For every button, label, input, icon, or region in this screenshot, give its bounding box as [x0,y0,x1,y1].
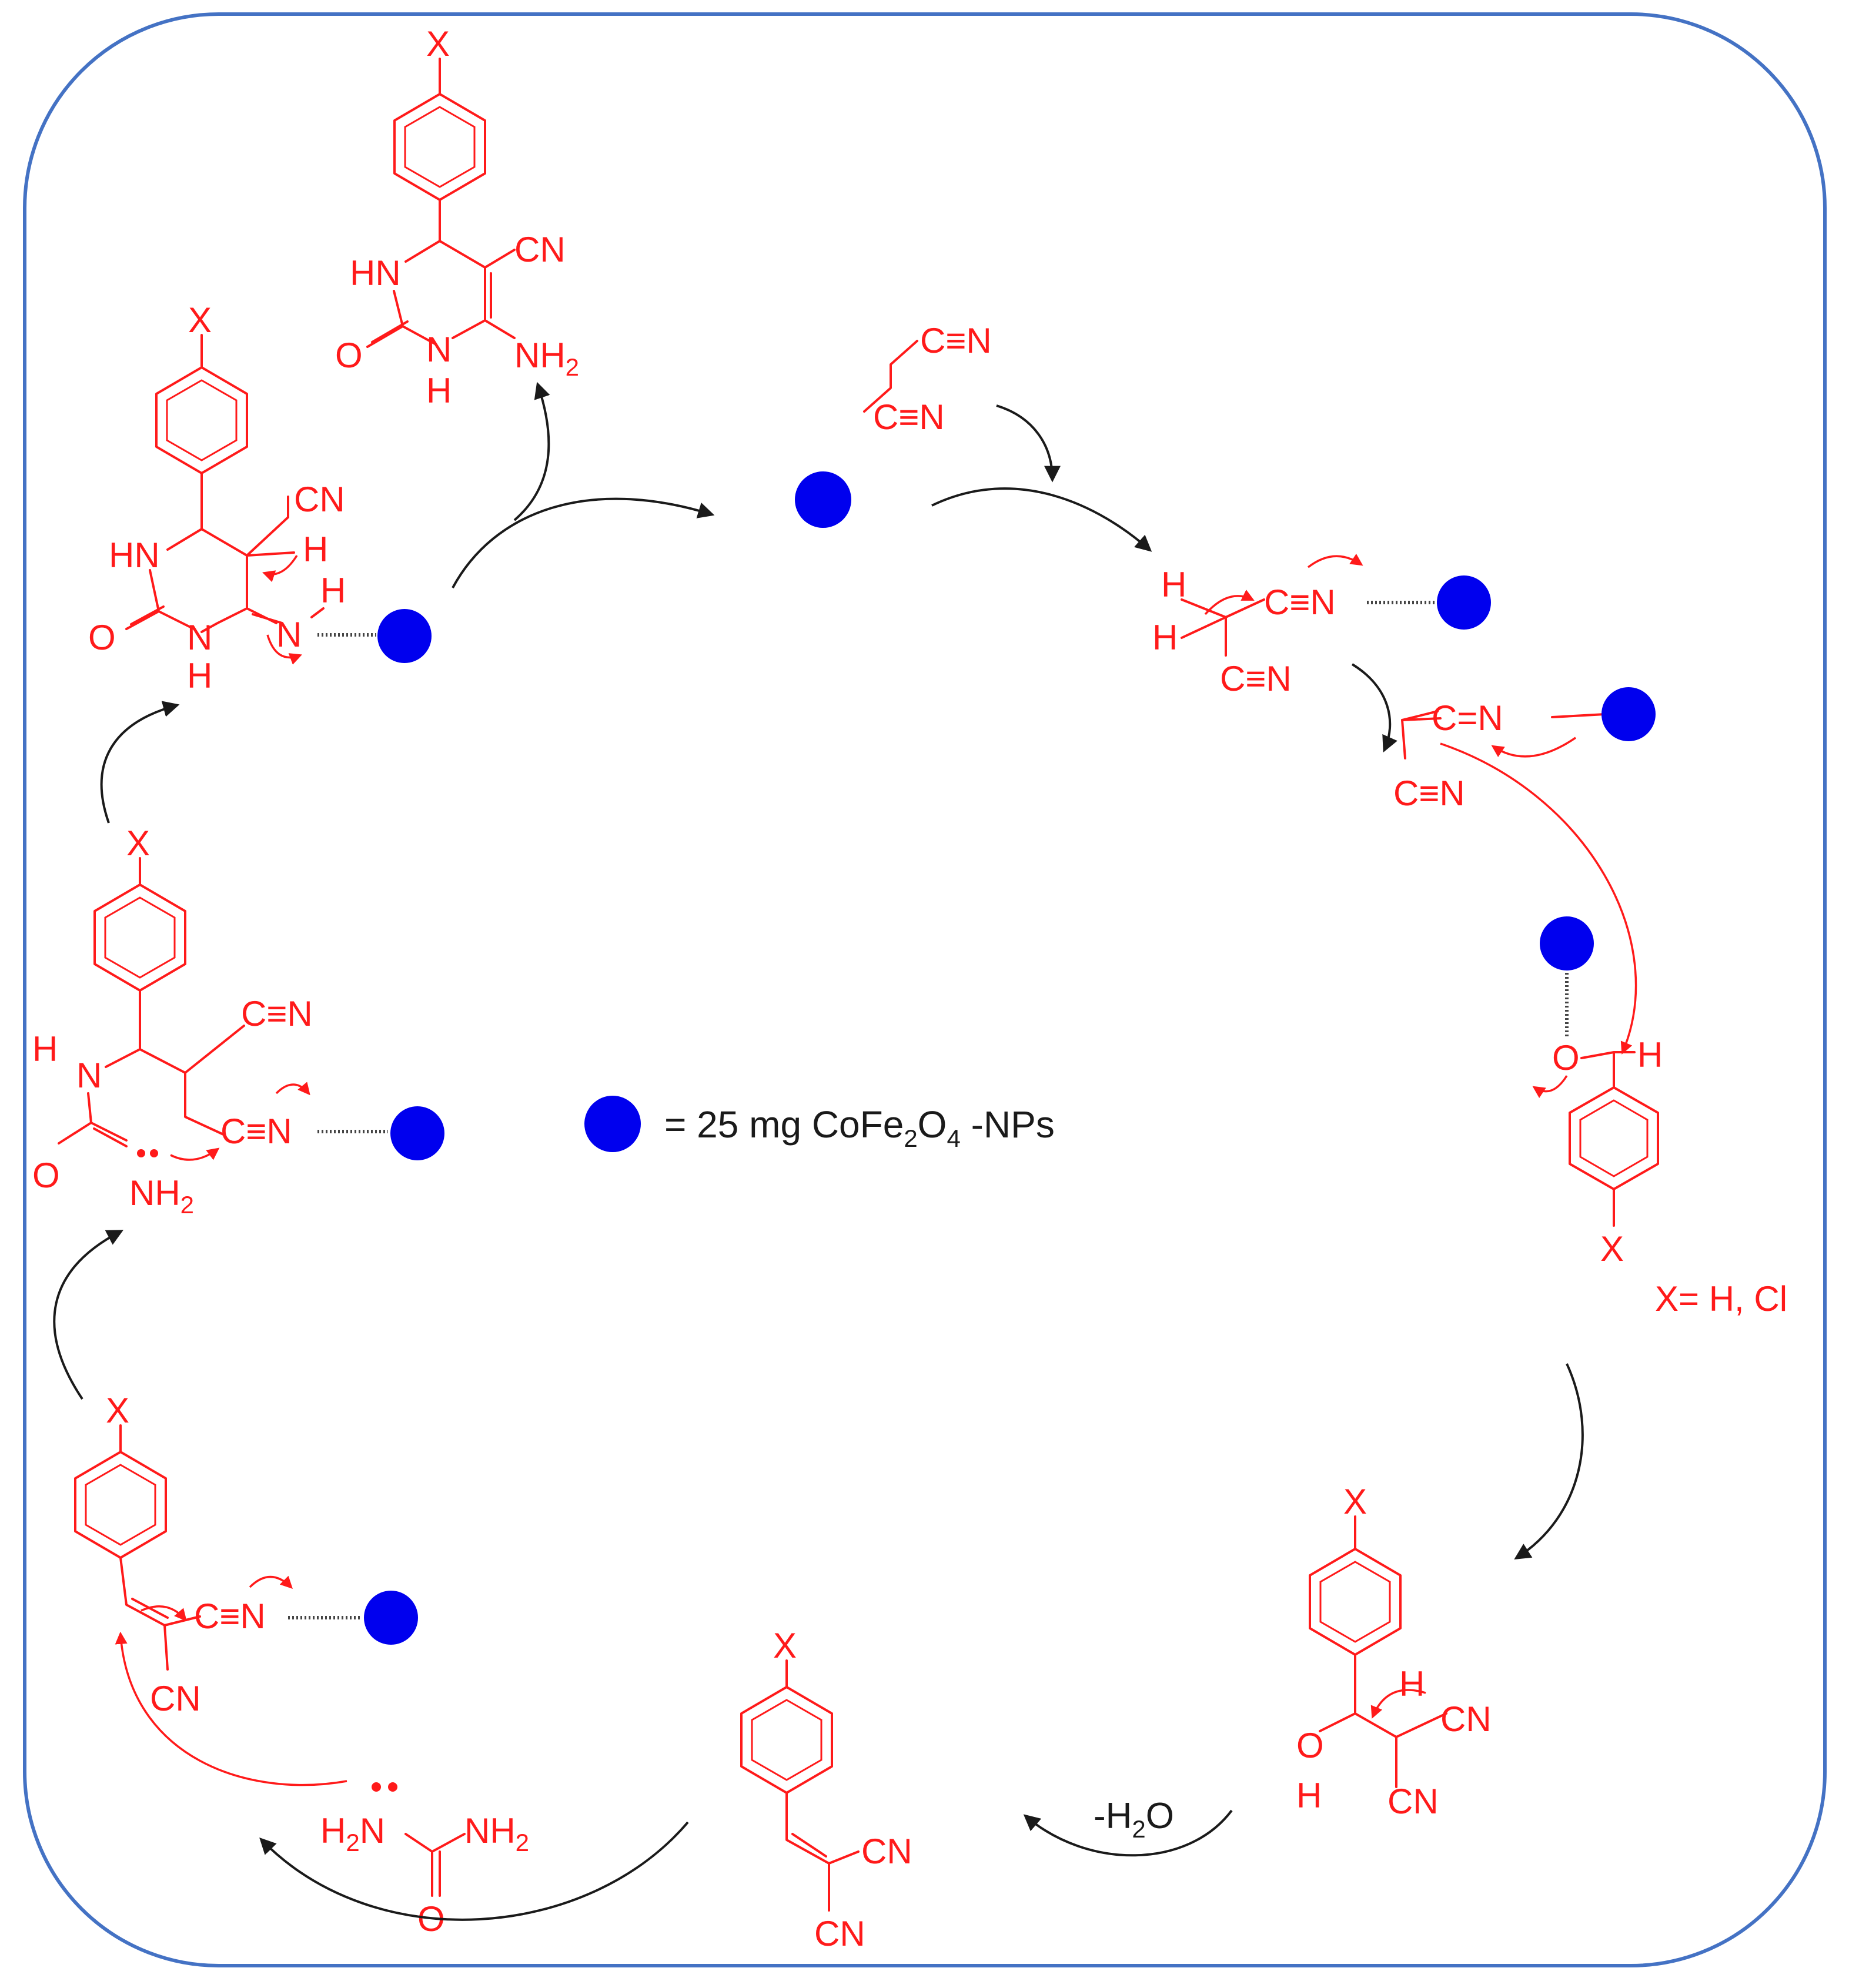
svg-text:O: O [1552,1038,1580,1077]
frame-border [23,12,1827,1967]
catalyst-site-3 [1540,916,1594,970]
svg-text:H: H [187,656,212,695]
svg-text:C≡N: C≡N [1220,659,1292,698]
svg-text:O: O [335,336,363,375]
svg-text:CN: CN [1440,1699,1492,1739]
svg-text:H: H [1399,1664,1425,1703]
svg-text:CN: CN [150,1679,201,1718]
legend: = 25 mg CoFe2O4 -NPs [584,1096,1055,1152]
catalyst-site-4 [364,1591,418,1645]
svg-text:X: X [773,1626,797,1665]
svg-text:H: H [1152,618,1178,657]
svg-text:CN: CN [514,230,566,269]
cyclized-imine: X CN H HN O N H N H [88,300,432,695]
arrow-catalyst-to-malononitrile [931,487,1152,552]
cycle-arrows [53,381,1584,1921]
svg-text:CN: CN [1387,1782,1439,1821]
arrow-catalyst-release [452,497,715,588]
svg-text:C≡N: C≡N [220,1112,292,1151]
svg-text:H: H [1161,565,1186,604]
svg-text:N: N [76,1056,102,1095]
svg-text:H: H [303,530,328,569]
svg-text:C≡N: C≡N [1393,774,1465,813]
svg-text:X: X [126,824,150,863]
svg-text:X: X [188,300,212,340]
benzaldehyde: O H X X= H, Cl [1532,916,1787,1318]
svg-text:C≡N: C≡N [920,321,992,360]
svg-text:X: X [1343,1482,1367,1521]
svg-text:H: H [320,571,346,610]
svg-text:CN: CN [814,1914,865,1953]
catalyst-site-5 [390,1106,444,1160]
arrow-aldol [1514,1363,1584,1560]
svg-text:NH2: NH2 [464,1811,529,1856]
svg-text:H2N: H2N [320,1811,385,1856]
svg-text:O: O [32,1156,60,1195]
arrow-cyclization [100,701,180,824]
svg-text:C=N: C=N [1432,698,1503,738]
red-nucleophilic-arrow [1440,742,1637,1055]
svg-text:NH2: NH2 [129,1173,194,1219]
arrow-product-release [513,381,550,521]
ketenimine-intermediate: C=N C≡N [1393,687,1656,1055]
svg-text:N: N [276,615,302,654]
urea-adduct: X C≡N H N O NH2 C≡N [32,824,444,1219]
svg-text:H: H [1296,1776,1322,1815]
water-loss-label: -H2O [1094,1796,1174,1843]
svg-text:C≡N: C≡N [1264,583,1336,622]
svg-text:C≡N: C≡N [873,397,945,437]
catalyst-site-6 [377,609,432,663]
red-urea-attack-arrow [115,1631,347,1786]
svg-text:H: H [1637,1035,1663,1075]
svg-text:X: X [426,24,450,63]
urea: H2N NH2 O [115,1631,529,1939]
svg-text:CN: CN [294,480,345,519]
malononitrile: C≡N C≡N [863,321,992,437]
svg-text:H: H [426,371,452,410]
arrow-deprotonation [1351,663,1397,753]
svg-text:X: X [106,1391,129,1430]
svg-text:NH2: NH2 [514,336,579,381]
svg-text:O: O [88,618,116,657]
arrow-urea-addition [259,1821,689,1921]
catalyst-free [795,471,851,528]
svg-text:HN: HN [350,253,401,293]
svg-text:N: N [187,618,212,657]
legend-catalyst-dot [584,1096,641,1152]
malononitrile-activated: H H C≡N C≡N [1152,553,1491,698]
svg-text:O: O [1296,1726,1324,1765]
svg-text:H: H [32,1029,58,1069]
arrow-to-urea-adduct [53,1230,123,1400]
catalyst-site-2 [1601,687,1656,741]
svg-text:C≡N: C≡N [194,1597,266,1636]
svg-text:X= H, Cl: X= H, Cl [1655,1279,1787,1318]
svg-text:HN: HN [109,536,160,575]
arylidene-activated: X C≡N CN [74,1391,418,1718]
catalyst-site-1 [1437,575,1491,630]
legend-text: = 25 mg CoFe2O4 -NPs [664,1103,1055,1152]
svg-text:X: X [1600,1229,1624,1269]
final-product: X CN HN O N H NH2 [335,24,579,410]
aldol-adduct: X O H H CN CN [1296,1482,1492,1821]
arrow-dehydration [1023,1809,1233,1857]
svg-text:C≡N: C≡N [241,994,313,1033]
svg-text:N: N [426,330,452,369]
arylidene-malononitrile: X CN CN [740,1626,912,1953]
svg-text:CN: CN [861,1832,912,1871]
arrow-malononitrile-add [996,404,1061,483]
